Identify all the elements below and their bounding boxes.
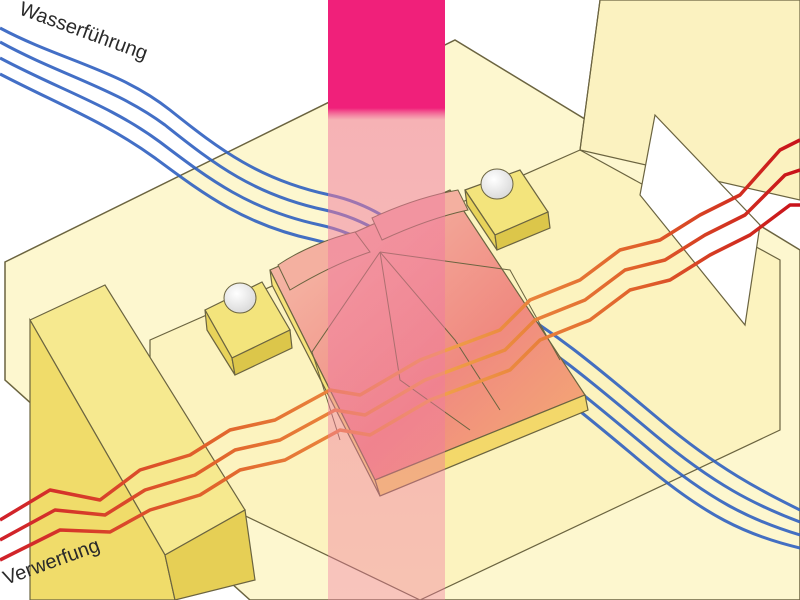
radiation-zone-band [328,0,445,600]
lamp-icon [223,282,257,314]
fault-line [0,203,800,562]
lamp-icon [480,168,514,200]
label-water-flow: Wasserführung [16,0,150,65]
window [639,113,761,327]
room-edge [579,0,601,151]
